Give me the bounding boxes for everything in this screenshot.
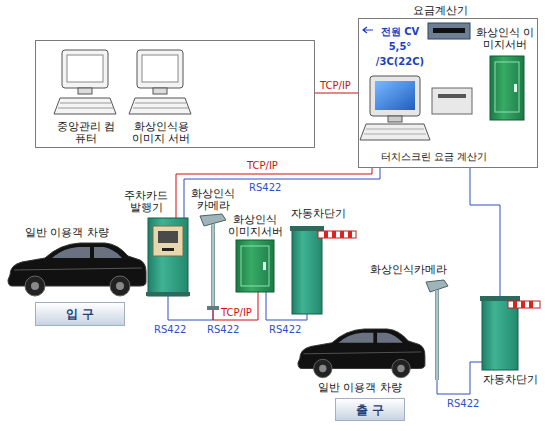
node-label: 주차카드 발행기 [121,190,171,214]
card-issuer: 주차카드 발행기 [148,218,188,296]
touchscreen-computer [360,124,430,140]
signal-label: RS422 [268,324,302,336]
camera-icon [435,290,439,380]
barrier-gate [290,226,324,231]
server-cabinet [514,84,517,92]
barrier-unit: 자동차단기 [482,298,518,370]
fee-calculator-icon [428,23,470,39]
power-arrow [363,27,373,33]
car-icon [8,243,425,378]
camera-icon [211,224,215,310]
node-label: 터치스크린 요금 계산기 [369,151,499,163]
node-label: 화상인식카메라 [366,263,450,276]
annotation-label: RS422 [207,324,239,336]
node-label: 화상인식용 이미지 서버 [128,121,194,145]
node-label: 화상인식 이미지서버 [226,214,284,238]
card-issuer [153,226,183,256]
system-box: 요금계산기전원 CV 5,5° /3C(22C)화상인식 이미지서버터치스크린 … [358,18,538,168]
power-arrow [363,27,373,33]
zone-box: 입 구 [35,302,125,326]
car-icon [8,243,146,296]
barrier-gate [482,298,518,370]
annotation-label: 일반 이용객 차량 [318,381,402,394]
touchscreen-computer [388,116,402,122]
zone-box: 출 구 [335,398,405,421]
signal-label: TCP/IP [319,80,352,92]
system-box: 중앙관리 컴퓨터 화상인식용 이미지 서버 [35,40,315,148]
camera-icon [426,280,448,380]
touchscreen-computer [438,94,466,98]
node-label: 화상인식 이미지서버 [475,27,535,51]
server-cabinet [263,262,266,270]
card-issuer [146,292,190,296]
touchscreen-computer [432,88,472,114]
server-cabinet [490,56,524,120]
touchscreen-computer [370,76,420,116]
node-label: 자동차단기 [286,208,350,220]
card-issuer [158,231,178,243]
server-unit: 화상인식 이미지서버 [236,240,274,292]
connector-line [470,168,500,298]
barrier-gate [508,301,540,308]
barrier-gate [290,226,356,314]
barrier-gate [515,301,531,308]
camera-unit: 화상인식 카메라 [200,214,226,310]
annotation-label: 일반 이용객 차량 [25,226,109,239]
server-cabinet [495,62,519,112]
camera-icon [200,214,226,310]
connector-line [315,93,358,94]
camera-unit: 화상인식카메라 [426,280,448,380]
computer-icon [54,50,116,114]
barrier-gate [292,228,322,314]
node-label: 입 구 [66,307,94,321]
fee-calculator-icon [428,23,470,39]
connector-line [168,296,213,320]
barrier-unit: 자동차단기 [292,228,322,314]
node-label: 전원 CV 5,5° /3C(22C) [375,24,425,69]
camera-icon [207,306,219,310]
barrier-gate [480,296,540,370]
touchscreen-computer [375,81,415,110]
card-issuer [148,218,188,296]
computer-icon [129,50,191,114]
card-issuer [162,248,174,251]
signal-label: RS422 [153,324,187,336]
node-label: 요금계산기 [405,4,475,17]
signal-label: TCP/IP [246,160,279,172]
node-label: 출 구 [356,403,384,417]
touchscreen-computer [360,76,472,140]
touchscreen-computer [364,129,426,134]
computer-icon [54,50,191,114]
signal-label: TCP/IP [220,307,253,319]
connector-line [266,292,307,320]
node-label: 중앙관리 컴퓨터 [53,121,119,145]
server-cabinet [241,246,269,286]
node-label: 자동차단기 [480,374,540,386]
node-label: 화상인식 카메라 [188,188,238,212]
connector-line [437,362,482,394]
card-issuer [146,218,190,296]
connector-line [213,292,258,320]
car-icon [298,329,425,378]
server-cabinet [236,240,274,292]
barrier-gate [318,231,356,238]
signal-label: RS422 [446,398,480,410]
fee-calculator-icon [433,28,465,33]
server-cabinet [236,240,274,292]
signal-label: RS422 [248,182,282,194]
barrier-gate [326,231,350,238]
connector-line [184,168,380,218]
server-cabinet [490,56,524,120]
